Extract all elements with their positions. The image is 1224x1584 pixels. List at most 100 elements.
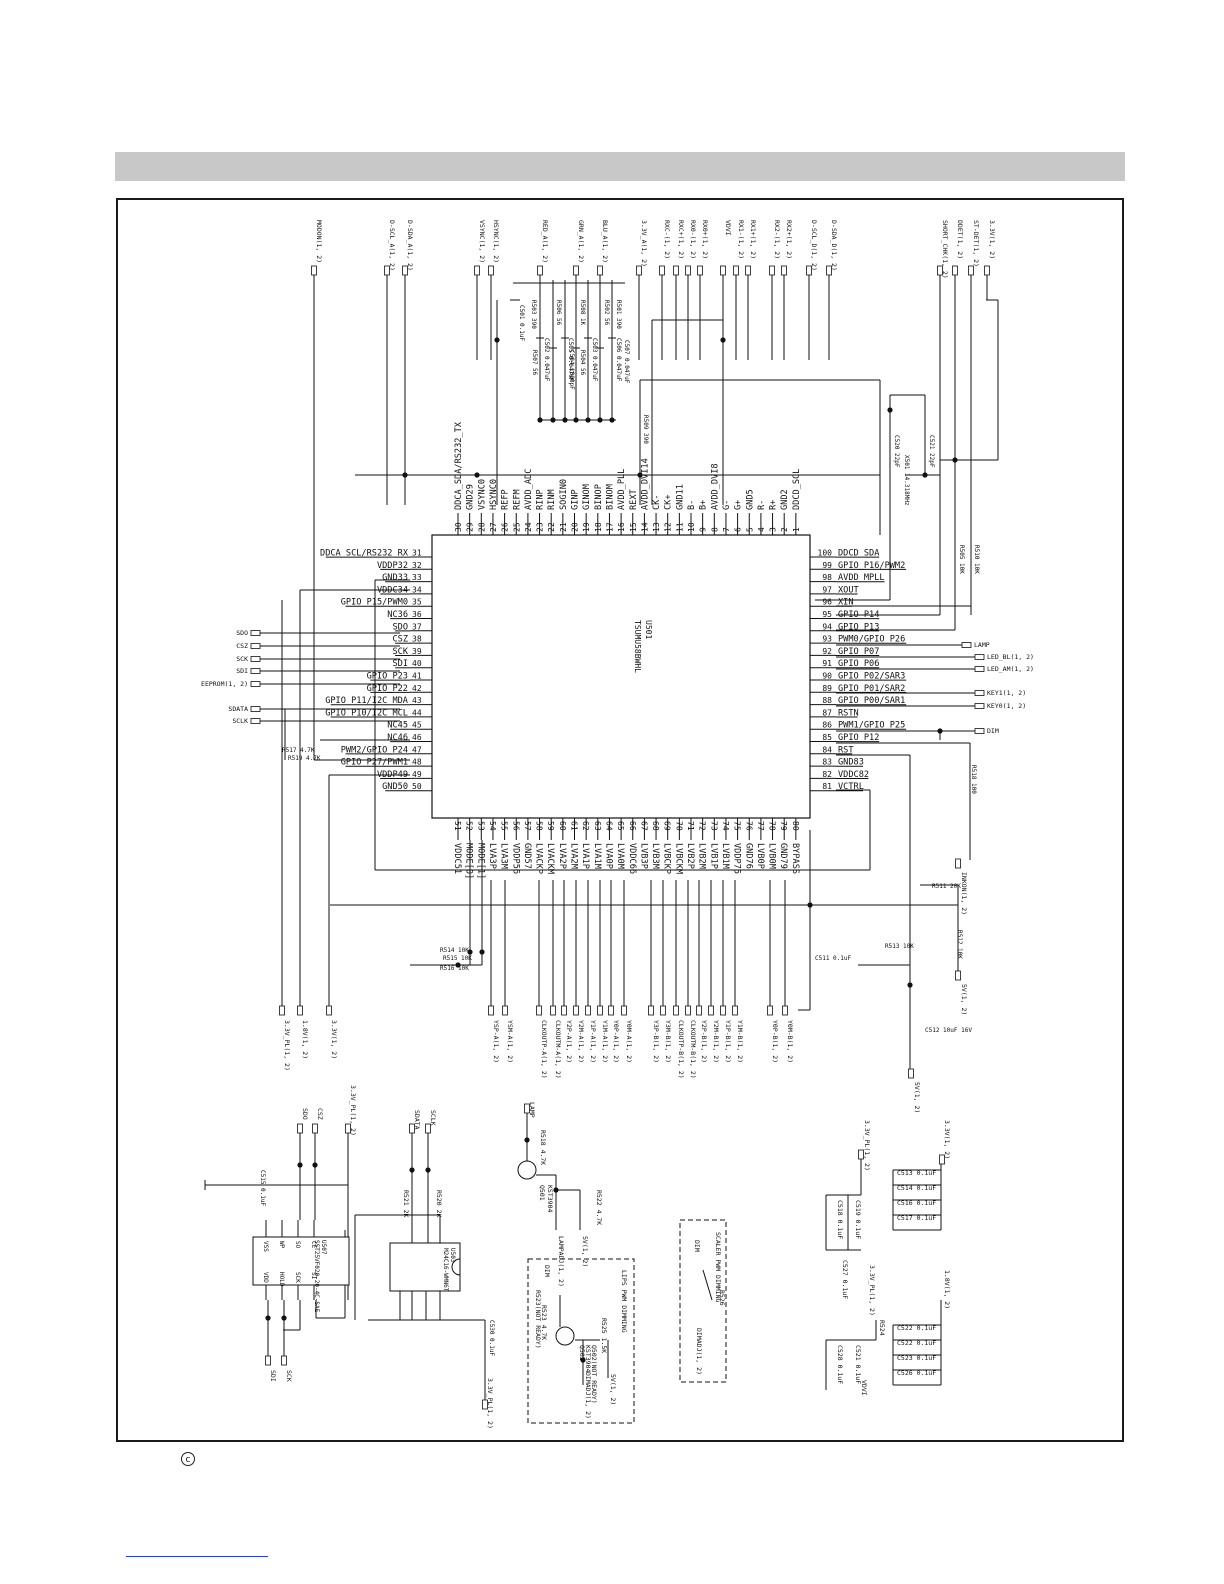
junction-dot <box>474 472 480 478</box>
ic-pin-number: 51 <box>453 821 462 831</box>
net-connector <box>636 265 642 276</box>
ic-pin-label: BYPASS <box>790 843 800 874</box>
net-label-bottom: Y2P-B(1, 2) <box>700 1020 708 1063</box>
net-connector <box>720 265 726 276</box>
component-label: C521 22pF <box>928 435 935 468</box>
ic-pin-label: SDO <box>392 622 408 632</box>
ic-pin-label: R- <box>757 500 767 510</box>
sub-net-label: Q502 <box>578 1345 586 1361</box>
net-connector <box>297 1123 303 1134</box>
component-label: C520 22pF <box>893 435 900 468</box>
ic-pin-number: 77 <box>756 821 765 831</box>
ic-pin-label: GPIO_P02/SAR3 <box>838 672 905 682</box>
ic-pin-number: 12 <box>664 522 673 532</box>
ic-pin-label: R+ <box>769 500 779 510</box>
ic-pin-label: LVB3M <box>650 843 660 869</box>
ic-pin-label: BINOP <box>594 484 604 510</box>
component-label: C502 0.047uF <box>543 338 550 382</box>
lips-dimming-title: LIPS PWM DIMMING <box>620 1270 628 1333</box>
junction-dot <box>553 1187 559 1193</box>
component-label: R513 10K <box>885 943 914 950</box>
sub-net-label: LAMP <box>528 1102 536 1118</box>
ic-pin-label: LVA2M <box>569 843 579 869</box>
ic-pin-number: 93 <box>822 635 832 644</box>
transistor-q501 <box>517 1160 537 1180</box>
junction-dot <box>265 1315 271 1321</box>
net-connector <box>952 265 958 276</box>
net-label-top: RXC+(1, 2) <box>677 220 685 259</box>
ic-pin-label: CK+ <box>664 494 674 510</box>
ic-pin-number: 85 <box>822 733 832 742</box>
ic-pin-number: 22 <box>547 522 556 532</box>
ic-pin-number: 33 <box>412 573 422 582</box>
sub-net-label: 3.3V_PL(1, 2) <box>868 1265 876 1316</box>
sub-net-label: C518 0.1uF <box>836 1200 844 1239</box>
ic-pin-label: RSTN <box>838 708 859 718</box>
ic-pin-number: 52 <box>465 821 474 831</box>
schematic-frame <box>116 198 1124 1442</box>
ic-pin-label: RINP <box>536 489 546 510</box>
ic-u501-body <box>431 534 811 819</box>
ic-pin-number: 13 <box>652 522 661 532</box>
sub-net-label: C526 0.1uF <box>897 1369 936 1377</box>
net-connector <box>937 265 943 276</box>
ic-pin-number: 6 <box>734 527 743 532</box>
net-connector <box>685 1005 691 1016</box>
sub-net-label: C527 0.1uF <box>841 1260 849 1299</box>
net-label-left: CSZ <box>236 642 248 650</box>
ic-pin-number: 50 <box>412 782 422 791</box>
ic-pin-number: 40 <box>412 659 422 668</box>
net-label-left: SCLK <box>232 717 248 725</box>
net-label-right: KEY0(1, 2) <box>987 702 1026 710</box>
net-connector <box>384 265 390 276</box>
net-connector <box>573 1005 579 1016</box>
junction-dot <box>952 457 958 463</box>
ic-pin-number: 3 <box>769 527 778 532</box>
ic-pin-number: 75 <box>733 821 742 831</box>
net-label-bottom: 1.8V(1, 2) <box>301 1020 309 1059</box>
ic-pin-label: VDDP75 <box>732 843 742 874</box>
ic-pin-number: 88 <box>822 696 832 705</box>
sub-net-label: LAMPADJ(1, 2) <box>557 1236 565 1287</box>
net-label-right: INKON(1, 2) <box>960 872 968 915</box>
flash-part: SST25VF020-20-4C-SAE <box>313 1240 320 1313</box>
ic-pin-label: GND83 <box>838 758 864 768</box>
scaler-dimming-title: SCALER PWM DIMMING <box>714 1232 722 1303</box>
ic-ref-label: U501 <box>644 620 653 639</box>
net-connector <box>311 265 317 276</box>
component-label: R507 56 <box>531 350 538 376</box>
ic-pin-label: VDDP49 <box>377 770 408 780</box>
net-label-top: D-SCL_A(1, 2) <box>388 220 396 271</box>
net-connector <box>708 1005 714 1016</box>
ic-pin-number: 82 <box>822 770 832 779</box>
ic-pin-number: 46 <box>412 733 422 742</box>
ic-pin-label: LVA1P <box>580 843 590 869</box>
net-label-bottom: Y0P-A(1, 2) <box>612 1020 620 1063</box>
ic-pin-number: 21 <box>559 522 568 532</box>
component-label: C512 10uF 16V <box>925 1027 972 1034</box>
ic-pin-label: PWM0/GPIO_P26 <box>838 635 905 645</box>
net-connector <box>621 1005 627 1016</box>
ic-pin-number: 97 <box>822 585 832 594</box>
net-connector <box>279 1005 285 1016</box>
net-connector <box>984 265 990 276</box>
net-connector <box>536 1005 542 1016</box>
ic-pin-label: RST <box>838 745 854 755</box>
ic-pin-label: GPIO_P13 <box>838 622 879 632</box>
junction-dot <box>807 902 813 908</box>
net-connector <box>250 656 261 662</box>
net-label-bottom: Y3P-B(1, 2) <box>652 1020 660 1063</box>
net-connector <box>673 1005 679 1016</box>
net-connector <box>769 265 775 276</box>
ic-pin-label: GPIO_P15/PWM0 <box>341 598 408 608</box>
component-label: C507 0.047uF <box>623 340 630 384</box>
sub-net-label: R526 <box>718 1290 726 1306</box>
ic-pin-label: DDCD_SCL <box>792 469 802 510</box>
sub-net-label: 3.3V(1, 2) <box>943 1120 951 1159</box>
ic-pin-label: LVACKP <box>534 843 544 874</box>
net-connector <box>608 1005 614 1016</box>
ic-pin-number: 92 <box>822 647 832 656</box>
net-connector <box>488 265 494 276</box>
ic-pin-number: 41 <box>412 672 422 681</box>
